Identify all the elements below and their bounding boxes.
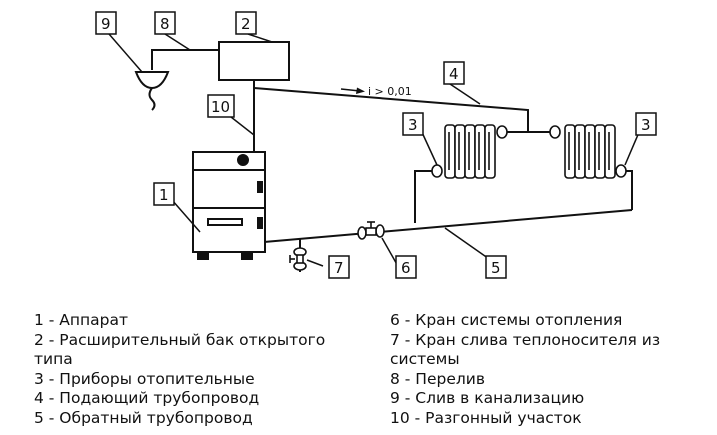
slope-note: i > 0,01: [368, 85, 412, 98]
legend-left-column: 1 - Аппарат 2 - Расширительный бак откры…: [34, 311, 364, 428]
legend-item-7: 7 - Кран слива теплоносителя из системы: [390, 330, 661, 369]
legend-item-3: 3 - Приборы отопительные: [34, 369, 255, 388]
legend-item-6: 6 - Кран системы отопления: [390, 311, 623, 329]
legend-item-10: 10 - Разгонный участок: [390, 408, 582, 427]
callout-6: 6: [395, 255, 417, 279]
svg-text:7: 7: [334, 259, 344, 277]
svg-text:4: 4: [449, 65, 459, 83]
radiator-right: [549, 124, 627, 179]
legend-item-8: 8 - Перелив: [390, 369, 485, 388]
svg-text:10: 10: [211, 98, 230, 116]
callout-8: 8: [154, 11, 176, 35]
pipes: [151, 49, 633, 272]
supply-pipe: [253, 87, 529, 132]
callout-1: 1: [153, 182, 175, 206]
callout-10: 10: [207, 94, 235, 118]
callout-5: 5: [485, 255, 507, 279]
callout-7: 7: [328, 255, 350, 279]
callout-9: 9: [95, 11, 117, 35]
boiler: [192, 151, 266, 260]
svg-text:3: 3: [641, 116, 651, 134]
svg-text:3: 3: [408, 116, 418, 134]
svg-text:1: 1: [159, 186, 169, 204]
legend-item-9: 9 - Слив в канализацию: [390, 389, 585, 407]
svg-text:2: 2: [241, 15, 251, 33]
callout-2: 2: [235, 11, 257, 35]
legend-right-column: 6 - Кран системы отопления 7 - Кран слив…: [390, 311, 710, 428]
svg-text:6: 6: [401, 259, 411, 277]
heating-system-diagram: i > 0,01 9 8 2 10 4 3 3: [95, 11, 657, 279]
radiator-left: [431, 124, 508, 179]
svg-text:9: 9: [101, 15, 111, 33]
heating-valve-icon: [357, 221, 385, 240]
overflow-pipe: [151, 49, 219, 70]
expansion-tank: [218, 41, 290, 81]
svg-text:5: 5: [491, 259, 501, 277]
callout-3-right: 3: [635, 112, 657, 136]
callout-3-left: 3: [402, 112, 424, 136]
legend-item-1: 1 - Аппарат: [34, 311, 129, 329]
callout-4: 4: [443, 61, 465, 85]
svg-text:8: 8: [160, 15, 170, 33]
left-radiator-return: [414, 170, 435, 223]
right-radiator-return: [625, 170, 633, 210]
legend-item-4: 4 - Подающий трубопровод: [34, 389, 260, 407]
leader-lines: [108, 33, 641, 269]
legend-item-5: 5 - Обратный трубопровод: [34, 408, 253, 427]
drain-valve-icon: [289, 247, 307, 271]
slope-arrow-icon: [340, 87, 365, 94]
sewer-drain-icon: [134, 71, 170, 111]
return-pipe: [263, 209, 633, 243]
legend-item-2: 2 - Расширительный бак открытого типа: [34, 330, 326, 369]
